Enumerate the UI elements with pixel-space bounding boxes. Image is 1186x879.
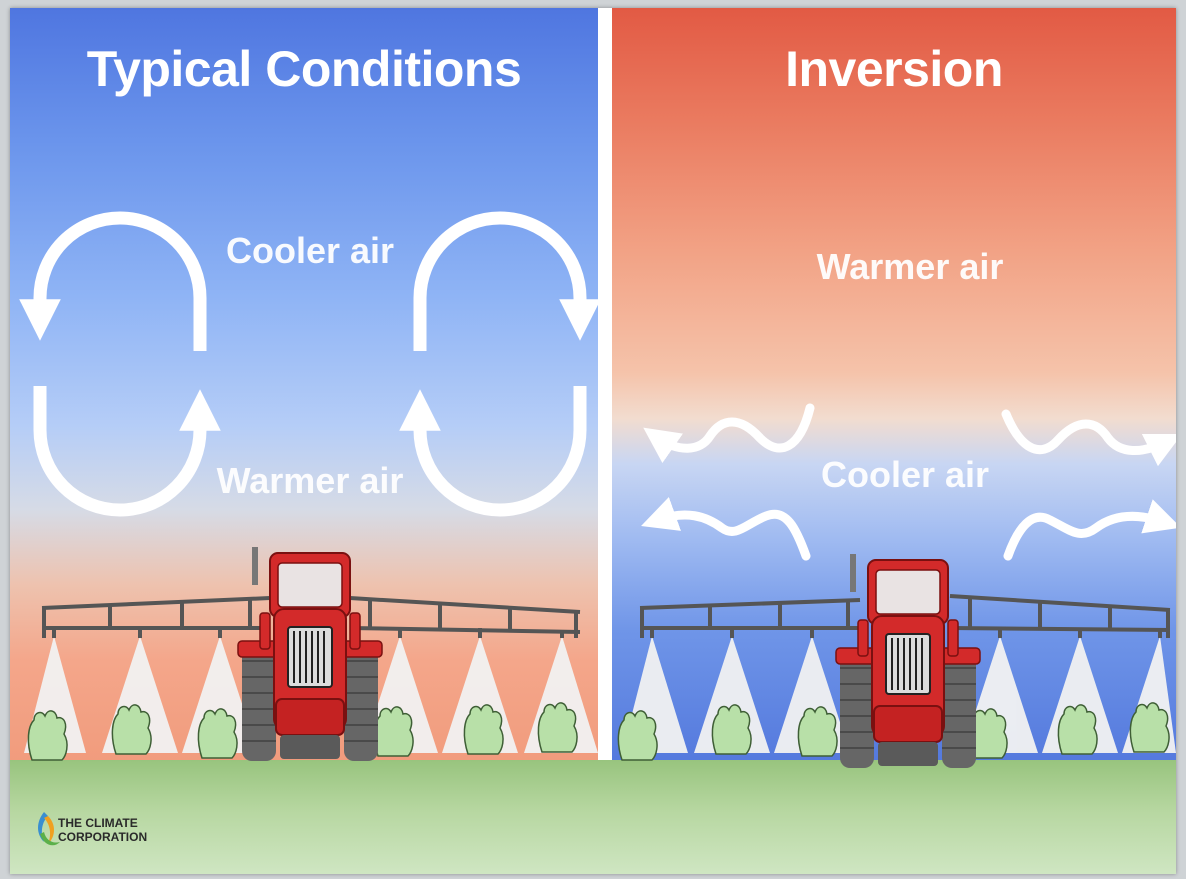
convection-arrows-left (19, 211, 601, 517)
right-upper-air-label: Warmer air (816, 246, 1004, 287)
circulation-up-arrow-icon (33, 386, 221, 517)
circulation-up-arrow-icon (399, 386, 587, 517)
circulation-down-arrow-icon (413, 211, 601, 351)
logo-line-1: THE CLIMATE (58, 816, 138, 830)
left-upper-air-label: Cooler air (225, 230, 395, 271)
wavy-right-arrow-icon (1003, 499, 1176, 561)
logo-wordmark: THE CLIMATE CORPORATION (58, 816, 147, 844)
typical-conditions-title: Typical Conditions (86, 41, 522, 97)
circulation-down-arrow-icon (19, 211, 207, 351)
wavy-arrows-right (641, 403, 1176, 561)
sprayer-boom-right (639, 594, 1171, 638)
sprayer-boom-left (41, 596, 581, 638)
diagram-frame: Typical Conditions Inversion Cooler air … (10, 8, 1176, 874)
diagram-artwork (19, 211, 1176, 846)
inversion-title: Inversion (785, 41, 1003, 97)
left-lower-air-label: Warmer air (216, 460, 404, 501)
panel-divider (598, 8, 612, 768)
logo-line-2: CORPORATION (58, 830, 148, 844)
right-lower-air-label: Cooler air (820, 454, 990, 495)
climate-corporation-logo-icon (38, 812, 60, 846)
wavy-right-arrow-icon (1001, 409, 1176, 467)
wavy-left-arrow-icon (643, 403, 815, 464)
tractor-left (237, 546, 383, 762)
wavy-left-arrow-icon (641, 496, 811, 561)
tractor-right (835, 553, 981, 769)
ground-strip (10, 760, 1176, 874)
